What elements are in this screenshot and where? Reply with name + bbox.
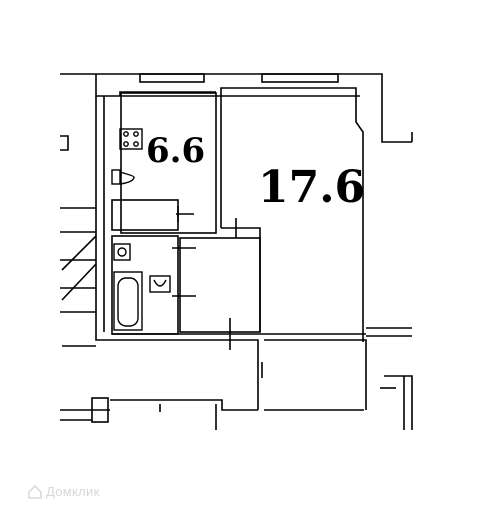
window-room [261,73,339,83]
fixtures [111,128,171,331]
watermark: Домклик [28,484,100,499]
stove-icon [119,128,143,150]
window-kitchen [139,73,205,83]
logo-icon [28,484,42,499]
toilet-icon [111,169,135,185]
sink-icon [113,243,131,261]
washbasin-icon [149,275,171,293]
room-area-label: 17.6 [258,162,365,213]
bathtub-icon [113,271,143,331]
watermark-text: Домклик [46,484,100,499]
walls [60,73,413,430]
kitchen-area-label: 6.6 [146,131,205,171]
